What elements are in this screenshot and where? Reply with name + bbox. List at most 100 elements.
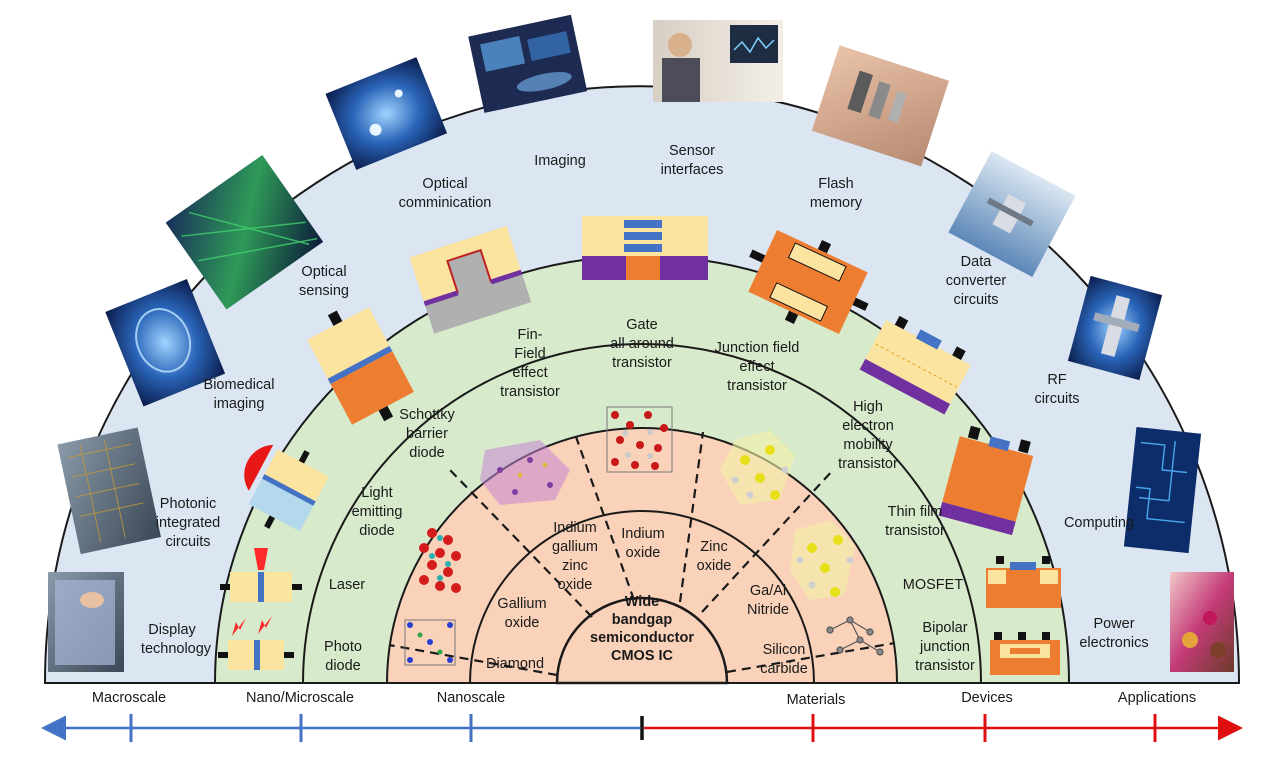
led-label-2: emitting [352, 504, 403, 520]
gallium-oxide-label-1: Gallium [497, 596, 546, 612]
zinc-oxide-label-1: Zinc [700, 539, 727, 555]
silicon-carbide-crystal-icon [826, 616, 884, 656]
materials-axis-label: Materials [787, 692, 846, 708]
hemt-label-3: mobility [843, 437, 893, 453]
photonic-label-3: circuits [165, 534, 210, 550]
devices-axis-label: Devices [961, 690, 1013, 706]
computing-label: Computing [1064, 515, 1134, 531]
center-line-2: bandgap [612, 612, 673, 628]
rf-photo [1067, 275, 1163, 381]
gaa-label-1: Gate [626, 317, 657, 333]
optical-comm-label-1: Optical [422, 176, 467, 192]
laser-schematic-icon [220, 548, 302, 602]
silicon-carbide-label-2: carbide [760, 661, 808, 677]
application-labels: Display technology Photonic integrated c… [141, 143, 1149, 657]
data-converter-label-3: circuits [953, 292, 998, 308]
center-semicircle [555, 596, 729, 685]
power-label-1: Power [1093, 616, 1134, 632]
tft-label-1: Thin film [888, 504, 943, 520]
bjt-label-2: junction [919, 639, 970, 655]
hemt-label-4: transistor [838, 456, 898, 472]
power-label-2: electronics [1079, 635, 1148, 651]
data-converter-label-2: converter [946, 273, 1007, 289]
computing-photo [1123, 426, 1202, 554]
material-dividers [388, 431, 896, 677]
center-line-3: semiconductor [590, 630, 694, 646]
display-label-2: technology [141, 641, 212, 657]
biomedical-photo [105, 279, 226, 407]
scale-axis: Macroscale Nano/Microscale Nanoscale Mat… [41, 690, 1243, 742]
imaging-label: Imaging [534, 153, 586, 169]
optical-comm-label-2: comminication [399, 195, 492, 211]
gallium-oxide-crystal-icon [419, 528, 461, 593]
indium-oxide-label-1: Indium [621, 526, 665, 542]
device-schematics [218, 216, 1061, 675]
biomedical-label-2: imaging [214, 396, 265, 412]
optical-sensing-label-2: sensing [299, 283, 349, 299]
ga-al-nitride-label-2: Nitride [747, 602, 789, 618]
gaa-label-3: transistor [612, 355, 672, 371]
device-labels: Photo diode Laser Light emitting diode S… [324, 317, 975, 674]
macroscale-label: Macroscale [92, 690, 166, 706]
schottky-label-3: diode [409, 445, 444, 461]
tft-label-2: transistor [885, 523, 945, 539]
led-label-1: Light [361, 485, 392, 501]
sensor-interfaces-photo [653, 20, 783, 102]
led-schematic-icon [244, 444, 329, 532]
sensor-interfaces-label-1: Sensor [669, 143, 715, 159]
hemt-label-2: electron [842, 418, 894, 434]
center-line-1: Wide [625, 594, 660, 610]
nanoscale-label: Nanoscale [437, 690, 506, 706]
mosfet-schematic-icon [986, 556, 1061, 608]
igzo-label-2: gallium [552, 539, 598, 555]
photo-diode-label-1: Photo [324, 639, 362, 655]
jfet-label-1: Junction field [715, 340, 800, 356]
center-label: Wide bandgap semiconductor CMOS IC [590, 594, 694, 664]
crystal-structures [404, 406, 884, 666]
silicon-carbide-label-1: Silicon [763, 642, 806, 658]
rf-label-2: circuits [1034, 391, 1079, 407]
led-label-3: diode [359, 523, 394, 539]
igzo-label-3: zinc [562, 558, 588, 574]
diamond-label: Diamond [486, 656, 544, 672]
optical-comm-photo [325, 57, 448, 170]
tft-schematic-icon [938, 425, 1034, 536]
schottky-label-2: barrier [406, 426, 448, 442]
finfet-label-2: Field [514, 346, 545, 362]
diamond-crystal-icon [404, 619, 456, 666]
optical-sensing-label-1: Optical [301, 264, 346, 280]
schottky-label-1: Schottky [399, 407, 455, 423]
devices-ring-inner-divider [302, 343, 982, 684]
photonic-label-1: Photonic [160, 496, 216, 512]
inner-material-labels: Diamond Gallium oxide Indium gallium zin… [486, 520, 808, 677]
optical-sensing-photo [165, 154, 324, 310]
jfet-label-3: transistor [727, 378, 787, 394]
mosfet-label: MOSFET [903, 577, 964, 593]
zinc-oxide-label-2: oxide [697, 558, 732, 574]
display-label-1: Display [148, 622, 196, 638]
gaa-schematic-icon [582, 216, 708, 280]
finfet-label-1: Fin- [518, 327, 543, 343]
flash-label-2: memory [810, 195, 863, 211]
hemt-schematic-icon [859, 315, 971, 415]
flash-label-1: Flash [818, 176, 853, 192]
ga-al-nitride-crystal-icon [790, 520, 855, 600]
rf-label-1: RF [1047, 372, 1066, 388]
nano-microscale-label: Nano/Microscale [246, 690, 354, 706]
biomedical-label-1: Biomedical [204, 377, 275, 393]
jfet-label-2: effect [739, 359, 774, 375]
inner-materials-ring [469, 510, 815, 684]
data-converter-label-1: Data [961, 254, 993, 270]
bjt-label-3: transistor [915, 658, 975, 674]
igzo-crystal-icon [480, 440, 570, 505]
photodiode-schematic-icon [218, 616, 294, 670]
imaging-photo [468, 14, 588, 113]
jfet-schematic-icon [748, 230, 869, 334]
finfet-label-3: effect [512, 365, 547, 381]
applications-axis-label: Applications [1118, 690, 1196, 706]
flash-memory-photo [811, 45, 949, 167]
photonic-label-2: integrated [156, 515, 221, 531]
schottky-schematic-icon [307, 307, 414, 425]
ga-al-nitride-label-1: Ga/Al [750, 583, 786, 599]
